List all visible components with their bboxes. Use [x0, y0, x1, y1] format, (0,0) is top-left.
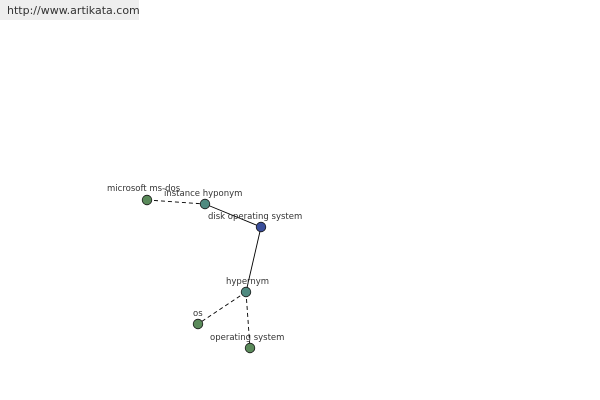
node-opsys[interactable]: operating system	[210, 333, 284, 354]
node-circle-os[interactable]	[192, 318, 204, 330]
node-hypernym[interactable]: hypernym	[226, 277, 269, 298]
graph-edges	[146, 199, 262, 349]
node-instance[interactable]: instance hyponym	[164, 189, 242, 210]
url-banner: http://www.artikata.com	[0, 0, 140, 20]
site-url-link[interactable]: http://www.artikata.com	[7, 4, 140, 17]
node-label-hypernym[interactable]: hypernym	[226, 277, 269, 287]
node-circle-dos[interactable]	[255, 221, 267, 233]
node-label-instance[interactable]: instance hyponym	[164, 189, 242, 199]
edge-microsoft-instance	[146, 199, 206, 205]
edge-hypernym-opsys	[245, 291, 251, 349]
node-label-microsoft[interactable]: microsoft ms-dos	[107, 184, 181, 194]
node-label-dos[interactable]: disk operating system	[208, 212, 302, 222]
node-label-os[interactable]: os	[193, 309, 203, 319]
node-circle-microsoft[interactable]	[141, 194, 153, 206]
node-os[interactable]: os	[192, 309, 204, 330]
edge-instance-dos	[204, 203, 262, 228]
node-label-opsys[interactable]: operating system	[210, 333, 284, 343]
node-dos[interactable]: disk operating system	[208, 212, 302, 233]
edge-hypernym-os	[197, 291, 247, 325]
node-circle-instance[interactable]	[199, 198, 211, 210]
node-microsoft[interactable]: microsoft ms-dos	[107, 184, 181, 206]
edge-dos-hypernym	[245, 226, 262, 293]
node-circle-hypernym[interactable]	[240, 286, 252, 298]
node-circle-opsys[interactable]	[244, 342, 256, 354]
